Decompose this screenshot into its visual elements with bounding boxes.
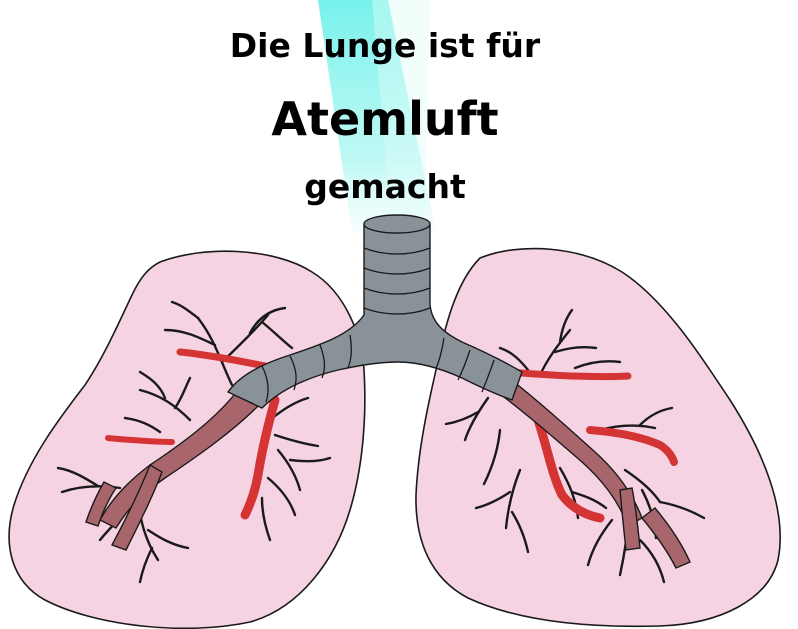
trachea xyxy=(226,214,523,409)
title-line-3: gemacht xyxy=(304,167,466,206)
right-lung xyxy=(415,247,781,628)
airflow-stream xyxy=(318,0,436,232)
title-line-2: Atemluft xyxy=(271,92,499,146)
bronchi xyxy=(85,374,691,569)
title-line-1: Die Lunge ist für xyxy=(229,26,541,65)
